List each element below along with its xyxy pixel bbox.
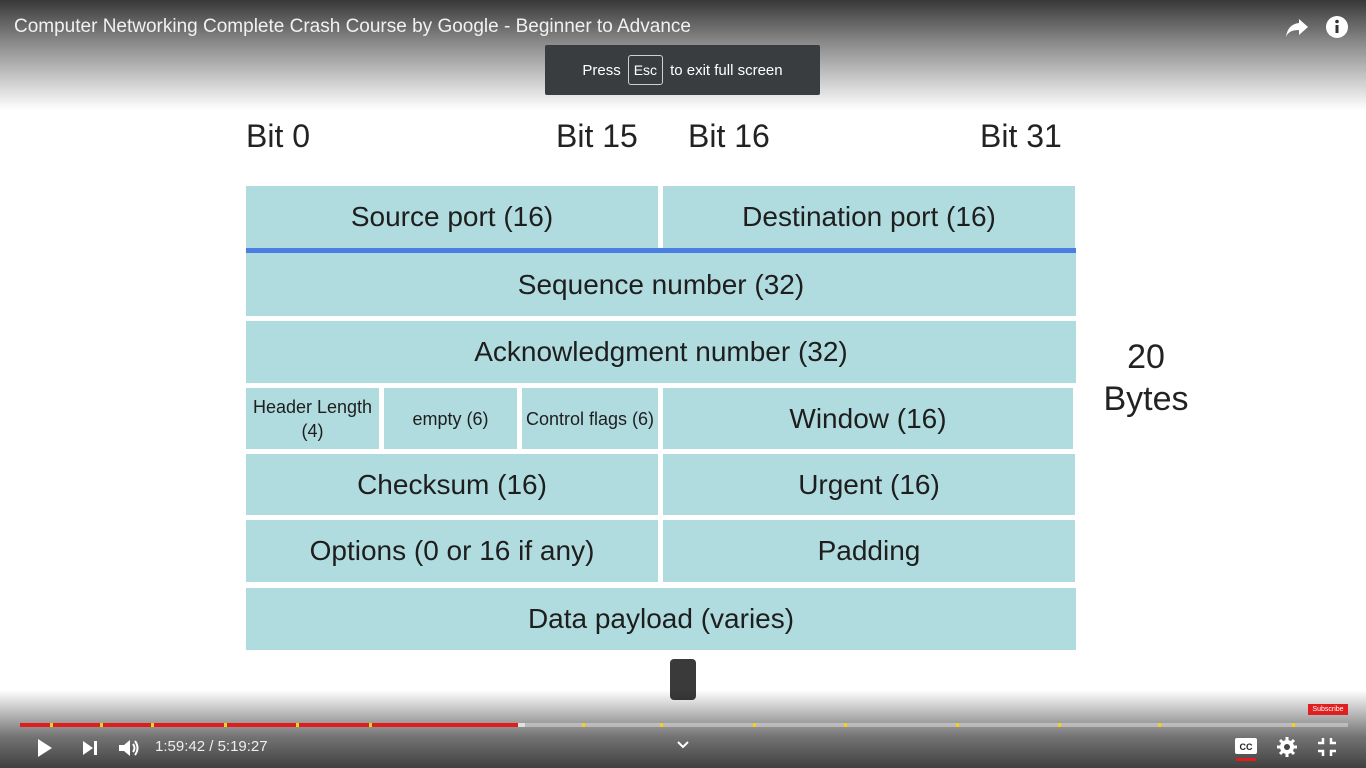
window-cell: Window (16) (663, 388, 1073, 449)
captions-active-indicator (1236, 758, 1256, 761)
checksum-cell: Checksum (16) (246, 454, 658, 515)
bit-label-15: Bit 15 (556, 118, 638, 154)
chevron-down-button[interactable] (675, 738, 691, 756)
bytes-unit: Bytes (1103, 380, 1189, 418)
volume-icon (119, 740, 139, 756)
options-cell: Options (0 or 16 if any) (246, 520, 658, 582)
diagram-row: Sequence number (32) (246, 253, 1076, 316)
time-display: 1:59:42 / 5:19:27 (155, 738, 268, 755)
bit-label-31: Bit 31 (980, 118, 1062, 154)
next-icon (83, 741, 97, 755)
data-payload-cell: Data payload (varies) (246, 588, 1076, 650)
chapter-marker (1058, 723, 1061, 727)
urgent-cell: Urgent (16) (663, 454, 1075, 515)
chapter-marker (100, 723, 103, 727)
svg-text:CC: CC (1240, 742, 1253, 752)
current-time: 1:59:42 (155, 738, 206, 755)
play-icon (38, 739, 52, 757)
progress-bar[interactable] (20, 723, 1348, 727)
chapter-marker (660, 723, 663, 727)
source-port-cell: Source port (16) (246, 186, 658, 248)
chevron-down-icon (677, 741, 689, 749)
chapter-marker (296, 723, 299, 727)
empty-cell: empty (6) (384, 388, 517, 449)
diagram-row: Options (0 or 16 if any) Padding (246, 520, 1076, 582)
captions-button[interactable]: CC (1234, 736, 1258, 761)
play-button[interactable] (32, 736, 56, 765)
diagram-row: Data payload (varies) (246, 588, 1076, 650)
esc-key: Esc (627, 55, 664, 85)
control-flags-cell: Control flags (6) (522, 388, 658, 449)
chapter-marker (844, 723, 847, 727)
acknowledgment-number-cell: Acknowledgment number (32) (246, 321, 1076, 383)
chapter-marker (753, 723, 756, 727)
toast-text-before: Press (582, 61, 621, 79)
exit-fullscreen-button[interactable] (1316, 736, 1338, 763)
diagram-row: Source port (16) Destination port (16) (246, 186, 1076, 248)
chapter-marker (582, 723, 585, 727)
diagram-row: Header Length (4) empty (6) Control flag… (246, 388, 1076, 449)
chapter-marker (224, 723, 227, 727)
subscribe-badge[interactable]: Subscribe (1308, 704, 1348, 715)
settings-button[interactable] (1276, 736, 1298, 763)
video-title[interactable]: Computer Networking Complete Crash Cours… (14, 16, 691, 37)
chapter-marker (151, 723, 154, 727)
time-separator: / (205, 738, 218, 755)
progress-played (20, 723, 518, 727)
bottom-gradient (0, 690, 1366, 768)
fullscreen-toast: Press Esc to exit full screen (545, 45, 820, 95)
sequence-number-cell: Sequence number (32) (246, 253, 1076, 316)
exit-fullscreen-icon (1318, 738, 1336, 756)
chapter-marker (1292, 723, 1295, 727)
chapter-marker (1158, 723, 1161, 727)
next-button[interactable] (78, 736, 102, 765)
header-length-cell: Header Length (4) (246, 388, 379, 449)
chapter-marker (956, 723, 959, 727)
duration: 5:19:27 (217, 738, 268, 755)
share-icon[interactable] (1284, 14, 1310, 40)
header-rule (246, 248, 1076, 253)
padding-cell: Padding (663, 520, 1075, 582)
destination-port-cell: Destination port (16) (663, 186, 1075, 248)
volume-button[interactable] (116, 736, 142, 765)
bytes-count: 20 (1127, 338, 1165, 376)
bit-label-0: Bit 0 (246, 118, 311, 154)
captions-icon: CC (1235, 738, 1257, 754)
diagram-row: Checksum (16) Urgent (16) (246, 454, 1076, 515)
chapter-marker (369, 723, 372, 727)
toast-text-after: to exit full screen (670, 61, 783, 79)
info-icon[interactable] (1324, 14, 1350, 40)
bit-label-16: Bit 16 (688, 118, 770, 154)
bytes-annotation: 20 Bytes (1100, 336, 1192, 420)
gear-icon (1277, 737, 1297, 757)
chapter-marker (50, 723, 53, 727)
diagram-row: Acknowledgment number (32) (246, 321, 1076, 383)
